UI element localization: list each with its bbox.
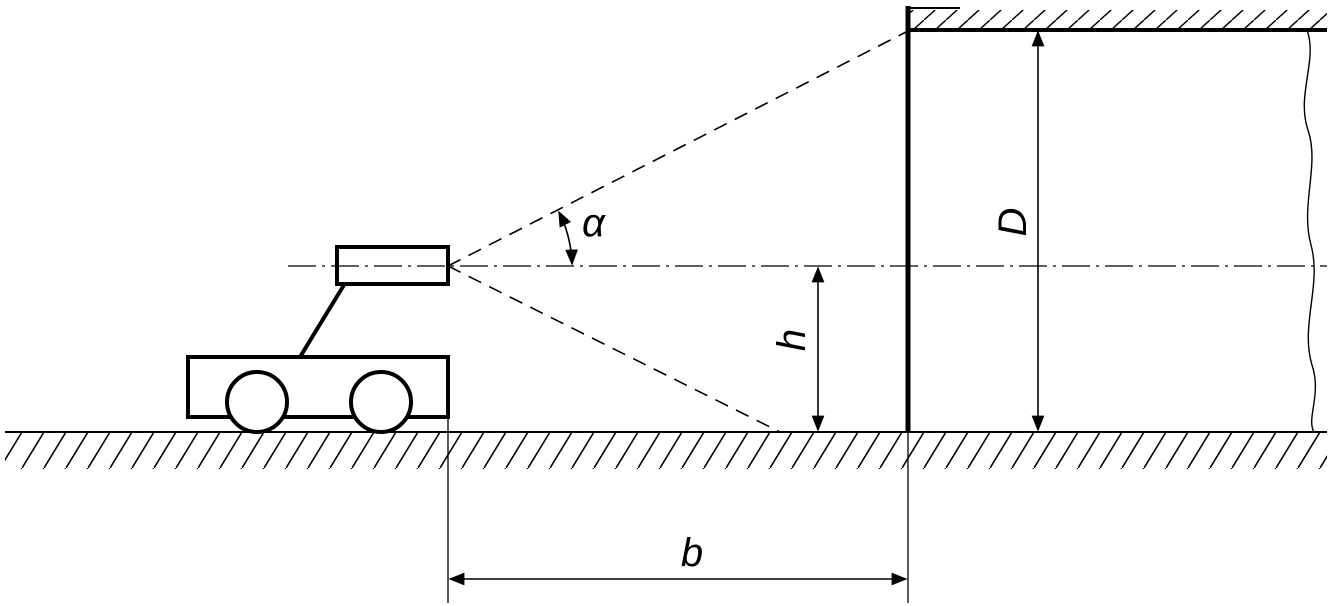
car [186,245,450,434]
car-body [186,355,450,419]
tunnel [905,6,1327,433]
ground-hatching [5,433,1327,469]
tunnel-break-line [1303,29,1317,433]
alpha-angle-arc [558,210,578,266]
h-label: h [770,329,814,351]
car-front-wheel [349,370,413,434]
ground [5,431,1327,469]
alpha-label: α [582,201,606,245]
car-rear-wheel [225,370,289,434]
upper-view-ray [447,31,907,267]
tunnel-ceiling-hatching [908,10,1327,30]
d-label: D [991,208,1035,237]
lower-view-ray [447,265,781,433]
b-label: b [681,531,703,575]
